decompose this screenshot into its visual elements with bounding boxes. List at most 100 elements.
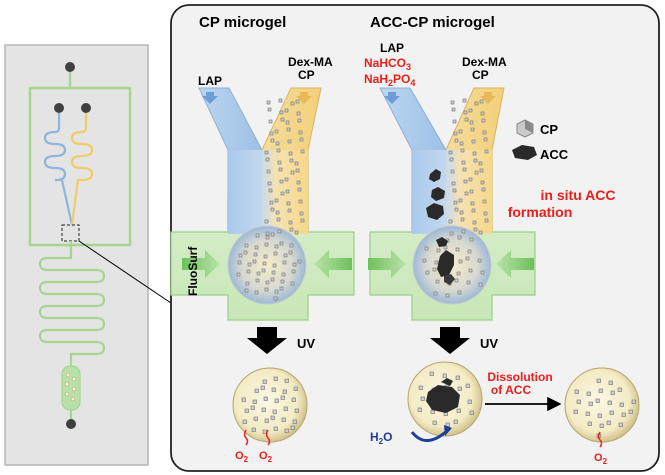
cp-particle bbox=[284, 378, 289, 383]
cp-particle bbox=[456, 408, 461, 413]
cp-particle bbox=[453, 419, 458, 424]
cp-particle bbox=[470, 201, 475, 206]
cp-particle bbox=[300, 149, 305, 154]
cp-particle bbox=[274, 198, 279, 203]
cp-particle bbox=[281, 417, 286, 422]
acc-uv-label: UV bbox=[480, 336, 498, 351]
dissolution-label-2: of ACC bbox=[491, 383, 532, 397]
acc-particles bbox=[422, 98, 489, 298]
cp-particle bbox=[483, 137, 488, 142]
cp-particle bbox=[472, 151, 477, 156]
chip-outer-channel bbox=[28, 86, 132, 247]
cp-particle bbox=[283, 406, 288, 411]
cp-particle bbox=[250, 405, 255, 410]
cp-particle bbox=[266, 100, 271, 105]
cp-particle bbox=[454, 278, 459, 283]
cp-particle bbox=[256, 271, 261, 276]
title-cp-microgel: CP microgel bbox=[199, 14, 286, 31]
acc-inlet-right-label-1: Dex-MA bbox=[462, 55, 507, 69]
cp-particle bbox=[261, 268, 266, 273]
cp-particle bbox=[465, 383, 470, 388]
cp-particle bbox=[479, 168, 484, 173]
cp-particle bbox=[621, 412, 626, 417]
cp-particle bbox=[294, 230, 299, 235]
cp-particle bbox=[458, 198, 463, 203]
title-acc-cp-microgel: ACC-CP microgel bbox=[370, 14, 495, 31]
cp-particle bbox=[481, 118, 486, 123]
cp-particle bbox=[274, 289, 279, 294]
cp-particle bbox=[457, 290, 462, 295]
cp-particle bbox=[459, 141, 464, 146]
cp-particle bbox=[453, 131, 458, 136]
cp-particle bbox=[628, 409, 633, 414]
cp-particle bbox=[468, 177, 473, 182]
cp-particle bbox=[484, 149, 489, 154]
cp-particle bbox=[270, 232, 275, 237]
cp-particle bbox=[238, 253, 243, 258]
cp-particle bbox=[278, 98, 283, 103]
water-curve-arrow bbox=[410, 428, 450, 442]
cp-particle bbox=[597, 413, 602, 418]
cp-particle bbox=[241, 397, 246, 402]
cp-particle bbox=[429, 371, 434, 376]
cp-particle bbox=[430, 409, 435, 414]
cp-particle bbox=[284, 108, 289, 113]
cp-particle bbox=[287, 139, 292, 144]
cp-particle bbox=[452, 188, 457, 193]
cp-particle bbox=[454, 138, 459, 143]
cp-particle bbox=[244, 408, 249, 413]
cp-particle bbox=[618, 422, 623, 427]
cp-particle bbox=[296, 180, 301, 185]
cp-particle bbox=[458, 129, 463, 134]
cp-particle bbox=[297, 187, 302, 192]
acc-uv-arrow bbox=[430, 327, 470, 354]
cp-particle bbox=[262, 379, 267, 384]
cp-particle bbox=[262, 261, 267, 266]
cp-particle bbox=[465, 256, 470, 261]
cp-particle bbox=[251, 427, 256, 432]
cp-particle bbox=[267, 181, 272, 186]
acc-reagent-nahco3: NaHCO3 bbox=[364, 56, 411, 72]
cp-particle bbox=[274, 129, 279, 134]
legend: CP ACC bbox=[512, 119, 569, 162]
cp-particle bbox=[469, 189, 474, 194]
cp-particle bbox=[290, 170, 295, 175]
cp-particle bbox=[422, 258, 427, 263]
cp-particle bbox=[574, 389, 579, 394]
cp-particle bbox=[466, 280, 471, 285]
acc-oil-arrow-right bbox=[496, 250, 534, 278]
cp-particle bbox=[456, 271, 461, 276]
cp-o2-label-1: O2 bbox=[235, 450, 249, 464]
cp-particle bbox=[443, 245, 448, 250]
cp-o2-squiggle-1 bbox=[243, 429, 249, 446]
cp-particle bbox=[277, 160, 282, 165]
cp-particle bbox=[478, 161, 483, 166]
cp-particle bbox=[284, 177, 289, 182]
cp-particle bbox=[442, 373, 447, 378]
cp-particle bbox=[264, 219, 269, 224]
cp-particle bbox=[274, 244, 279, 249]
microfluidic-chip bbox=[4, 44, 149, 466]
legend-cp-label: CP bbox=[540, 122, 558, 137]
cp-particle bbox=[255, 233, 260, 238]
cp-particle bbox=[276, 148, 281, 153]
cp-microgel bbox=[232, 367, 308, 443]
cp-particle bbox=[461, 160, 466, 165]
cp-particle bbox=[449, 157, 454, 162]
cp-particle bbox=[280, 117, 285, 122]
cp-particle bbox=[254, 245, 259, 250]
cp-uv-arrow bbox=[247, 327, 287, 354]
cp-particle bbox=[467, 249, 472, 254]
cp-particle bbox=[298, 130, 303, 135]
cp-particle bbox=[269, 200, 274, 205]
fluosurf-label: FluoSurf bbox=[186, 246, 200, 296]
cp-particle bbox=[484, 218, 489, 223]
cp-particle bbox=[290, 101, 295, 106]
cp-particle bbox=[464, 117, 469, 122]
cp-particle bbox=[457, 235, 462, 240]
cp-particle bbox=[271, 387, 276, 392]
cp-particle bbox=[481, 187, 486, 192]
cp-particle bbox=[436, 248, 441, 253]
cp-particle bbox=[270, 207, 275, 212]
